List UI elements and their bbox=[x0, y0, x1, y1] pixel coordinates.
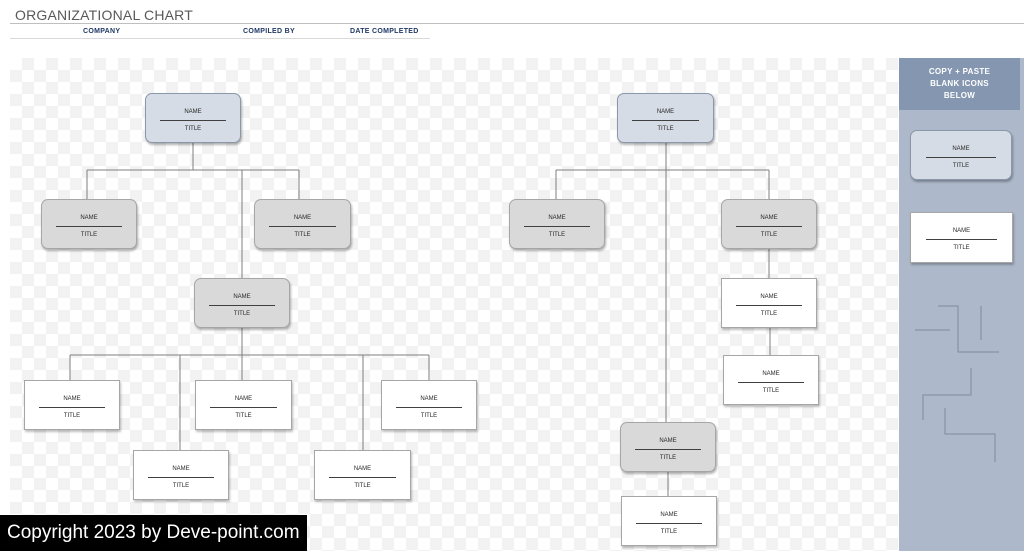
box-divider bbox=[635, 449, 701, 450]
child-org-box[interactable]: NAME TITLE bbox=[194, 278, 290, 328]
box-name: NAME bbox=[63, 396, 81, 402]
box-title: TITLE bbox=[63, 413, 81, 419]
box-name: NAME bbox=[762, 371, 780, 377]
box-divider bbox=[269, 226, 336, 227]
box-title: TITLE bbox=[953, 245, 970, 251]
box-name: NAME bbox=[233, 294, 251, 300]
box-divider bbox=[926, 239, 997, 240]
box-divider bbox=[736, 305, 802, 306]
box-divider bbox=[160, 120, 226, 121]
child-org-box[interactable]: NAME TITLE bbox=[509, 199, 605, 249]
box-name: NAME bbox=[760, 294, 778, 300]
header-divider bbox=[10, 23, 1024, 24]
box-divider bbox=[329, 477, 396, 478]
box-title: TITLE bbox=[184, 126, 202, 132]
meta-divider bbox=[10, 38, 430, 39]
report-org-box[interactable]: NAME TITLE bbox=[133, 450, 229, 500]
box-divider bbox=[738, 382, 804, 383]
box-name: NAME bbox=[660, 512, 678, 518]
box-name: NAME bbox=[234, 396, 253, 402]
child-org-box[interactable]: NAME TITLE bbox=[41, 199, 137, 249]
box-title: TITLE bbox=[420, 413, 438, 419]
box-title: TITLE bbox=[659, 455, 677, 461]
box-name: NAME bbox=[760, 215, 778, 221]
palette-box-org-box[interactable]: NAME TITLE bbox=[910, 130, 1012, 180]
company-label: COMPANY bbox=[83, 28, 121, 35]
box-title: TITLE bbox=[760, 232, 778, 238]
report-org-box[interactable]: NAME TITLE bbox=[723, 355, 819, 405]
box-divider bbox=[632, 120, 699, 121]
child-org-box[interactable]: NAME TITLE bbox=[721, 199, 817, 249]
date-completed-label: DATE COMPLETED bbox=[350, 28, 419, 35]
box-name: NAME bbox=[80, 215, 98, 221]
box-divider bbox=[148, 477, 214, 478]
box-divider bbox=[210, 407, 277, 408]
compiled-by-label: COMPILED BY bbox=[243, 28, 295, 35]
box-name: NAME bbox=[656, 109, 675, 115]
report-org-box[interactable]: NAME TITLE bbox=[721, 278, 817, 328]
box-title: TITLE bbox=[233, 311, 251, 317]
page-title: ORGANIZATIONAL CHART bbox=[15, 7, 193, 23]
box-title: TITLE bbox=[172, 483, 190, 489]
root-org-box[interactable]: NAME TITLE bbox=[617, 93, 714, 143]
report-org-box[interactable]: NAME TITLE bbox=[195, 380, 292, 430]
box-name: NAME bbox=[952, 228, 971, 234]
copyright-watermark: Copyright 2023 by Deve-point.com bbox=[0, 515, 307, 551]
box-title: TITLE bbox=[354, 483, 371, 489]
box-title: TITLE bbox=[760, 311, 778, 317]
palette-heading: COPY + PASTE BLANK ICONS BELOW bbox=[899, 58, 1020, 110]
box-name: NAME bbox=[952, 146, 970, 152]
report-org-box[interactable]: NAME TITLE bbox=[381, 380, 477, 430]
box-divider bbox=[636, 523, 702, 524]
box-title: TITLE bbox=[952, 163, 970, 169]
box-name: NAME bbox=[659, 438, 677, 444]
box-divider bbox=[524, 226, 590, 227]
palette-box-org-box[interactable]: NAME TITLE bbox=[910, 212, 1013, 263]
box-name: NAME bbox=[172, 466, 190, 472]
box-divider bbox=[926, 157, 996, 158]
child-org-box[interactable]: NAME TITLE bbox=[620, 422, 716, 472]
report-org-box[interactable]: NAME TITLE bbox=[24, 380, 120, 430]
box-name: NAME bbox=[353, 466, 372, 472]
box-title: TITLE bbox=[294, 232, 311, 238]
box-name: NAME bbox=[293, 215, 312, 221]
box-name: NAME bbox=[548, 215, 566, 221]
report-org-box[interactable]: NAME TITLE bbox=[621, 496, 717, 546]
box-title: TITLE bbox=[80, 232, 98, 238]
box-name: NAME bbox=[184, 109, 202, 115]
report-org-box[interactable]: NAME TITLE bbox=[314, 450, 411, 500]
box-name: NAME bbox=[420, 396, 438, 402]
box-title: TITLE bbox=[657, 126, 674, 132]
box-divider bbox=[56, 226, 122, 227]
child-org-box[interactable]: NAME TITLE bbox=[254, 199, 351, 249]
box-title: TITLE bbox=[762, 388, 780, 394]
box-title: TITLE bbox=[660, 529, 678, 535]
box-divider bbox=[209, 305, 275, 306]
box-divider bbox=[39, 407, 105, 408]
box-title: TITLE bbox=[548, 232, 566, 238]
box-divider bbox=[396, 407, 462, 408]
root-org-box[interactable]: NAME TITLE bbox=[145, 93, 241, 143]
box-title: TITLE bbox=[235, 413, 252, 419]
box-divider bbox=[736, 226, 802, 227]
